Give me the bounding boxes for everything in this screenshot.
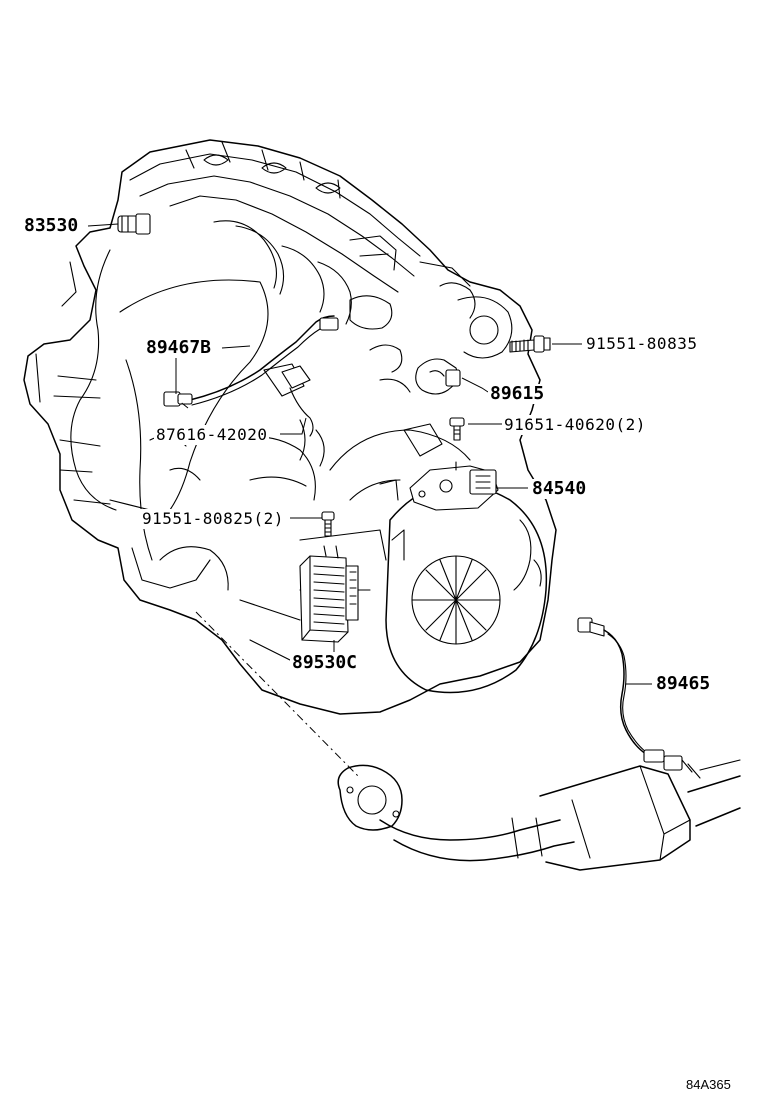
leader-lines <box>87 223 652 685</box>
part-label-89615: 89615 <box>488 383 547 404</box>
air-fuel-sensor-shape <box>163 315 339 437</box>
bolt-91551-80825-shape <box>321 511 335 537</box>
part-label-87616-42020: 87616-42020 <box>154 425 270 445</box>
part-label-91551-80835: 91551-80835 <box>584 334 700 354</box>
part-label-89467b: 89467B <box>144 337 214 358</box>
knock-sensor-shape <box>415 358 461 395</box>
oxygen-sensor-shape <box>577 617 701 779</box>
part-label-84540: 84540 <box>530 478 589 499</box>
reference-lines <box>177 399 361 779</box>
part-label-91551-80825: 91551-80825(2) <box>140 509 286 529</box>
oil-pressure-switch-shape <box>117 213 151 235</box>
bolt-91551-80835-shape <box>509 335 551 353</box>
part-label-83530: 83530 <box>22 215 81 236</box>
exhaust-pipe-shape <box>337 759 741 871</box>
diagram-reference-code: 84A365 <box>686 1077 731 1092</box>
part-label-89465: 89465 <box>654 673 713 694</box>
bolt-91651-40620-shape <box>449 417 465 441</box>
ecu-module-shape <box>299 545 359 643</box>
part-label-89530c: 89530C <box>290 652 360 673</box>
part-label-91651-40620: 91651-40620(2) <box>502 415 648 435</box>
park-neutral-switch-shape <box>409 461 499 511</box>
engine-block <box>23 139 557 715</box>
